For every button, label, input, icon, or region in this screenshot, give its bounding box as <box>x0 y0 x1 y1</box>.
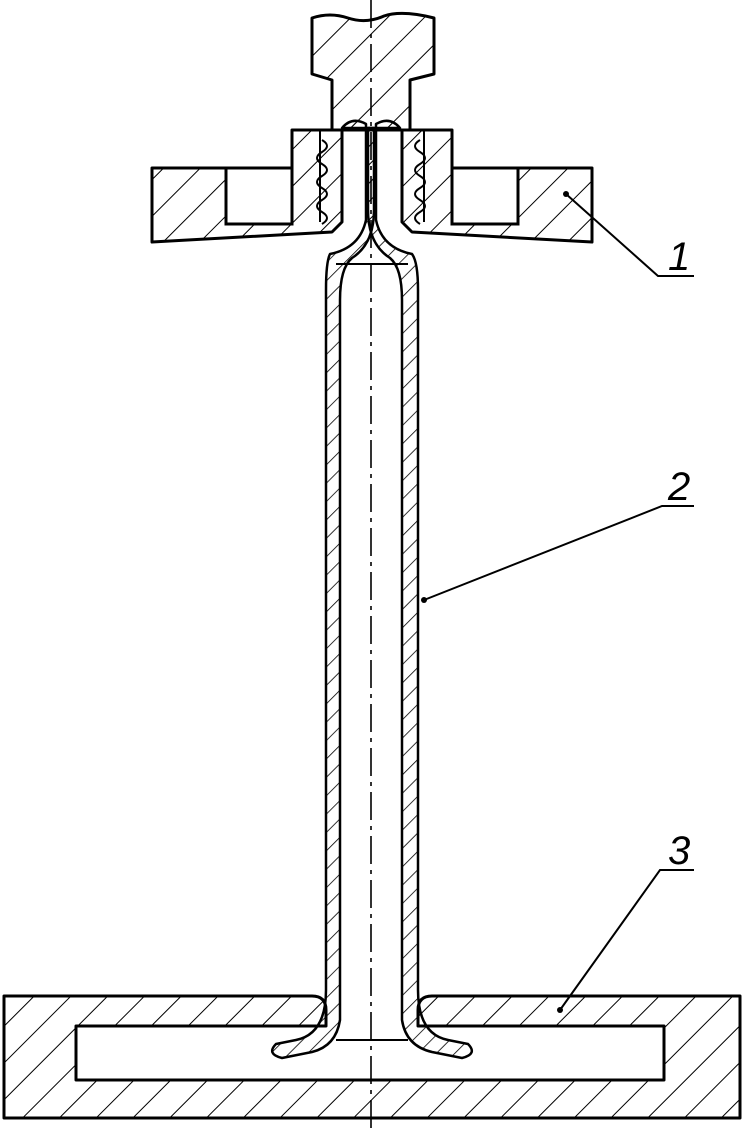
callout-3-label: 3 <box>668 829 690 873</box>
part-3-base <box>2 994 742 1120</box>
callout-1-label: 1 <box>668 235 690 279</box>
callout-2-label: 2 <box>667 465 690 509</box>
part-2-tube <box>270 119 474 1060</box>
part-1-flange <box>150 128 594 244</box>
callout-leaders <box>421 191 694 1013</box>
top-punch <box>310 11 436 132</box>
